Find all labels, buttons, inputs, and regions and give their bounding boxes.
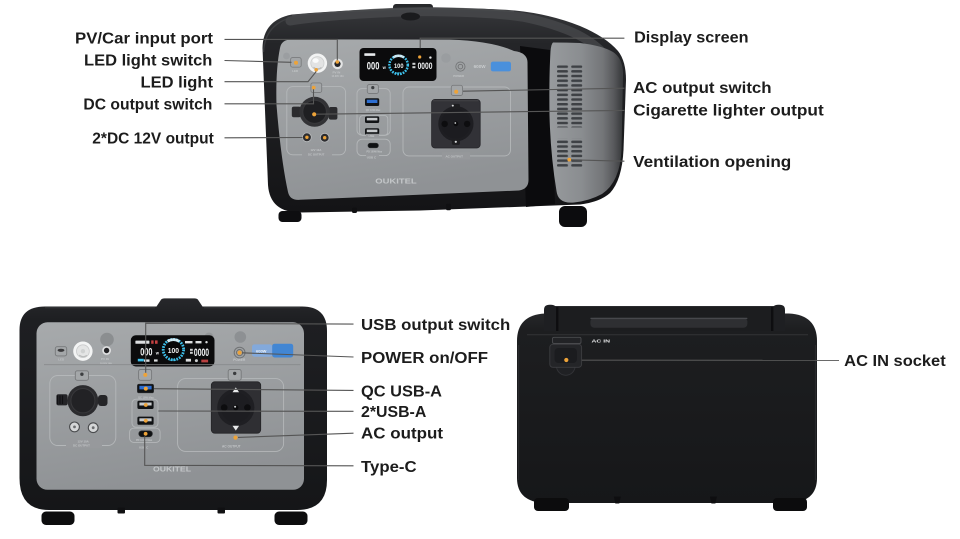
svg-text:12V 10A: 12V 10A: [311, 148, 322, 152]
svg-text:2*USB-A: 2*USB-A: [361, 404, 427, 421]
svg-text:12-30V 10A: 12-30V 10A: [100, 362, 112, 365]
svg-text:POWER on/OFF: POWER on/OFF: [361, 350, 488, 367]
svg-text:12V 10A: 12V 10A: [78, 439, 90, 443]
svg-text:USB C: USB C: [139, 446, 149, 450]
svg-text:DC output switch: DC output switch: [83, 97, 212, 114]
svg-text:600W: 600W: [474, 64, 487, 69]
svg-text:QC 18W Max: QC 18W Max: [138, 396, 154, 400]
svg-text:AC output switch: AC output switch: [633, 80, 772, 97]
svg-text:LED: LED: [292, 69, 299, 73]
svg-text:QC USB-A: QC USB-A: [361, 383, 442, 400]
svg-text:DC OUTPUT: DC OUTPUT: [73, 444, 90, 448]
svg-text:2*DC 12V output: 2*DC 12V output: [92, 131, 214, 148]
svg-text:PV IN: PV IN: [101, 357, 109, 361]
svg-text:LED light switch: LED light switch: [84, 53, 212, 70]
svg-text:QC 18W Max: QC 18W Max: [366, 109, 381, 112]
svg-text:AC IN: AC IN: [592, 339, 611, 344]
svg-text:W: W: [383, 66, 387, 70]
svg-text:0000: 0000: [418, 61, 433, 72]
svg-text:0000: 0000: [194, 347, 209, 359]
svg-text:USB: USB: [369, 134, 375, 138]
svg-text:000: 000: [140, 347, 152, 359]
svg-text:LED light: LED light: [141, 75, 214, 92]
svg-text:POWER: POWER: [233, 358, 246, 362]
svg-text:W: W: [156, 351, 160, 355]
svg-text:USB output switch: USB output switch: [361, 317, 510, 334]
svg-text:PD 100W Max: PD 100W Max: [367, 151, 383, 154]
svg-text:AC IN socket: AC IN socket: [844, 353, 946, 370]
svg-text:USB C: USB C: [367, 155, 377, 159]
svg-text:100: 100: [394, 63, 404, 70]
svg-text:600W: 600W: [256, 348, 267, 353]
svg-text:AC OUTPUT: AC OUTPUT: [446, 154, 464, 158]
svg-text:12-30V 10A: 12-30V 10A: [332, 75, 345, 78]
svg-text:100%: 100%: [169, 358, 176, 362]
svg-text:OUKITEL: OUKITEL: [153, 464, 192, 473]
svg-text:AC output: AC output: [361, 426, 444, 443]
svg-text:Ventilation opening: Ventilation opening: [633, 154, 791, 171]
svg-text:Display screen: Display screen: [634, 30, 748, 47]
svg-text:AC OUTPUT: AC OUTPUT: [222, 444, 241, 448]
svg-text:PV IN: PV IN: [333, 71, 341, 75]
svg-text:Type-C: Type-C: [361, 459, 417, 476]
svg-text:OUKITEL: OUKITEL: [375, 176, 417, 185]
svg-text:DC OUTPUT: DC OUTPUT: [308, 152, 325, 156]
svg-text:Cigarette lighter output: Cigarette lighter output: [633, 103, 824, 120]
svg-text:100: 100: [168, 346, 179, 355]
svg-text:POWER: POWER: [453, 74, 465, 78]
svg-text:100%: 100%: [395, 71, 402, 75]
svg-text:LED: LED: [58, 357, 65, 361]
svg-text:PV/Car input port: PV/Car input port: [75, 31, 214, 48]
svg-text:000: 000: [367, 60, 380, 72]
